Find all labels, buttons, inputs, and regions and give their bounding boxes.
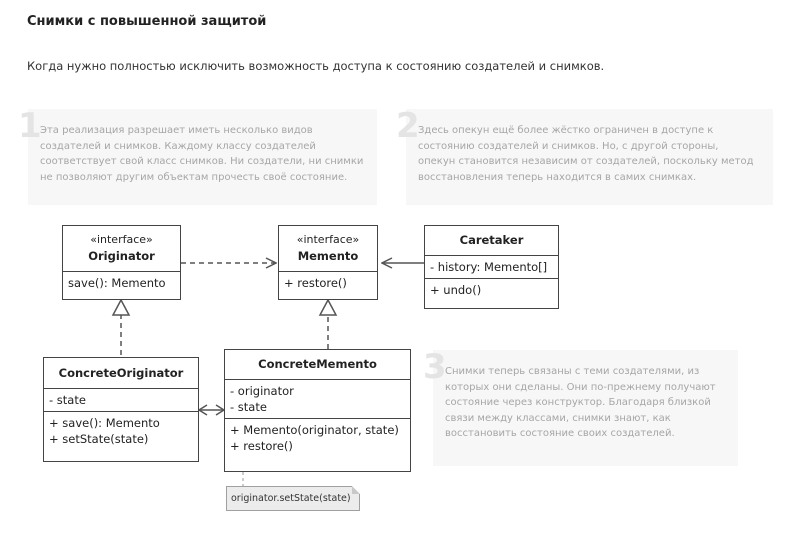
note-panel-3: 3 Снимки теперь связаны с теми создателя… xyxy=(423,350,738,466)
note-2-line: Здесь опекун ещё более жёстко ограничен … xyxy=(418,125,714,136)
note-text-1: Эта реализация разрешает иметь несколько… xyxy=(40,123,363,185)
class-name: ConcreteMemento xyxy=(258,357,377,371)
class-name: ConcreteOriginator xyxy=(58,366,184,380)
note-text-2: Здесь опекун ещё более жёстко ограничен … xyxy=(418,123,754,185)
class-fields: - history: Memento[] xyxy=(425,256,558,279)
note-panel-2: 2 Здесь опекун ещё более жёстко ограниче… xyxy=(396,109,773,205)
note-1-line: соответствует свой класс снимков. Ни соз… xyxy=(40,156,364,167)
note-1-line: Эта реализация разрешает иметь несколько… xyxy=(40,125,313,136)
class-concrete-originator[interactable]: ConcreteOriginator - state + save(): Mem… xyxy=(43,357,199,462)
method: + undo() xyxy=(430,283,482,297)
class-name: Caretaker xyxy=(459,233,524,247)
arrowhead-left xyxy=(197,404,208,416)
note-2-line: опекун становится независим от создателе… xyxy=(418,156,754,167)
note-3-line: Снимки теперь связаны с теми создателями… xyxy=(445,366,700,377)
method: save(): Memento xyxy=(68,276,166,290)
note-1-line: не позволяют другим объектам прочесть св… xyxy=(40,171,348,183)
page-title: Снимки с повышенной защитой xyxy=(27,14,267,29)
method: + save(): Memento xyxy=(49,416,160,430)
class-concrete-memento-header: ConcreteMemento xyxy=(225,350,410,380)
class-caretaker[interactable]: Caretaker - history: Memento[] + undo() xyxy=(424,225,559,309)
note-number-2: 2 xyxy=(396,106,420,146)
code-note: originator.setState(state) xyxy=(226,486,360,511)
class-methods: + restore() xyxy=(279,272,377,294)
class-caretaker-header: Caretaker xyxy=(425,226,558,256)
class-methods: save(): Memento xyxy=(63,272,180,294)
field: - state xyxy=(49,393,86,407)
class-methods: + Memento(originator, state) + restore() xyxy=(225,419,410,457)
field: - state xyxy=(230,400,267,414)
class-name: Memento xyxy=(297,249,359,263)
method: + restore() xyxy=(284,276,347,290)
note-2-line: восстановления теперь находится в самих … xyxy=(418,171,697,183)
realization-arrowhead-memento xyxy=(318,298,338,316)
page-subtitle: Когда нужно полностью исключить возможно… xyxy=(27,59,605,73)
field: - originator xyxy=(230,384,294,398)
note-2-line: состоянию создателей и снимков. Но, с др… xyxy=(418,140,719,152)
realization-arrowhead-originator xyxy=(111,298,131,316)
class-memento-header: «interface» Memento xyxy=(279,226,377,272)
field: - history: Memento[] xyxy=(430,260,548,274)
class-name: Originator xyxy=(88,249,155,263)
code-note-text: originator.setState(state) xyxy=(231,493,351,504)
note-3-line: которых они сделаны. Они по-прежнему пол… xyxy=(445,381,716,393)
note-number-3: 3 xyxy=(423,347,447,387)
class-originator-header: «interface» Originator xyxy=(63,226,180,272)
method: + restore() xyxy=(230,439,293,453)
method: + Memento(originator, state) xyxy=(230,423,399,437)
note-3-line: восстановить состояние своих создателей. xyxy=(445,428,675,439)
note-3-line: связи между классами, снимки знают, как xyxy=(445,412,671,424)
note-number-1: 1 xyxy=(18,106,42,146)
class-fields: - state xyxy=(44,389,198,412)
note-text-3: Снимки теперь связаны с теми создателями… xyxy=(445,364,716,442)
class-fields: - originator - state xyxy=(225,380,410,419)
stereotype-label: «interface» xyxy=(296,233,360,246)
class-concrete-memento[interactable]: ConcreteMemento - originator - state + M… xyxy=(224,349,411,472)
class-methods: + undo() xyxy=(425,279,558,301)
note-1-line: создателей и снимков. Каждому классу соз… xyxy=(40,140,316,152)
class-concrete-originator-header: ConcreteOriginator xyxy=(44,358,198,389)
note-fold-corner xyxy=(352,486,360,494)
method: + setState(state) xyxy=(49,432,149,446)
note-3-line: состояние через конструктор. Благодаря б… xyxy=(445,397,711,408)
class-methods: + save(): Memento + setState(state) xyxy=(44,412,198,450)
class-memento[interactable]: «interface» Memento + restore() xyxy=(278,225,378,300)
class-originator[interactable]: «interface» Originator save(): Memento xyxy=(62,225,181,300)
stereotype-label: «interface» xyxy=(90,233,153,246)
note-panel-1: 1 Эта реализация разрешает иметь несколь… xyxy=(18,109,377,205)
